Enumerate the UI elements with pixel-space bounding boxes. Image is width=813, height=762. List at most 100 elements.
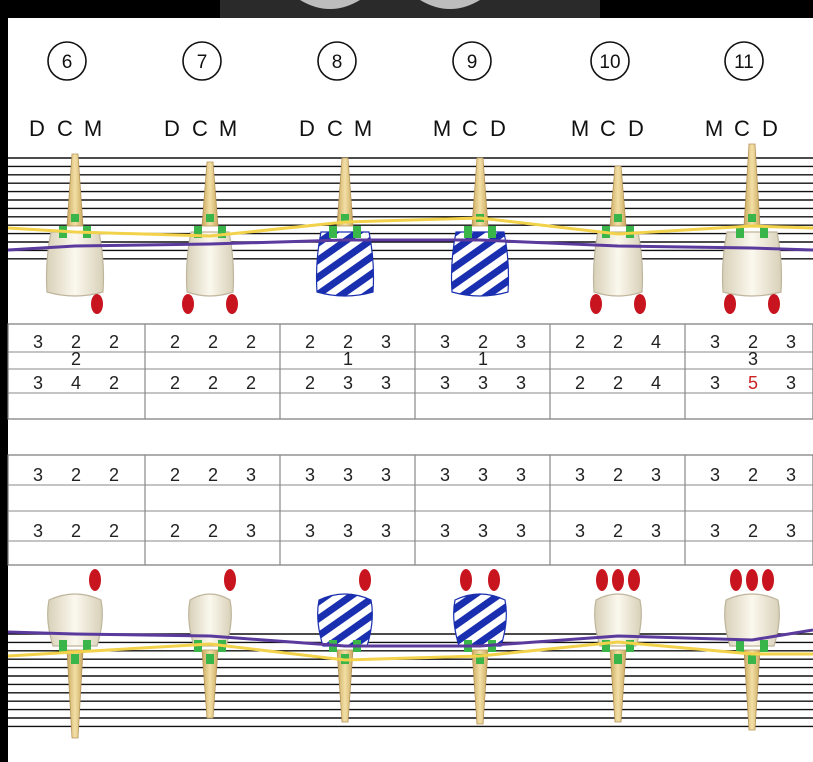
tooth-number: 9 <box>467 52 478 73</box>
xray-strip <box>220 0 600 18</box>
xray-tooth-shape <box>300 0 480 9</box>
probing-value: 2 <box>246 373 256 393</box>
tooth-root <box>201 161 219 227</box>
gum-marker <box>602 640 610 652</box>
probing-value: 2 <box>748 465 758 485</box>
probing-value: 2 <box>109 332 119 352</box>
probing-value: 3 <box>575 465 585 485</box>
surface-letter: D <box>29 116 45 141</box>
bleeding-point <box>596 569 608 591</box>
probing-value: 2 <box>343 332 353 352</box>
tooth-root <box>201 649 219 719</box>
gum-curves <box>7 216 813 662</box>
probing-value: 3 <box>516 373 526 393</box>
probing-value: 3 <box>440 332 450 352</box>
probing-value: 3 <box>440 373 450 393</box>
probing-value: 2 <box>170 521 180 541</box>
probing-value: 3 <box>710 332 720 352</box>
attachment-level-line <box>7 628 813 648</box>
probing-value: 3 <box>33 332 43 352</box>
gingival-margin-line <box>7 216 813 238</box>
probing-value: 2 <box>748 521 758 541</box>
bleeding-point <box>768 294 780 314</box>
probing-value: 2 <box>613 465 623 485</box>
bleeding-point <box>460 569 472 591</box>
gum-marker <box>476 654 484 664</box>
probing-value: 3 <box>246 465 256 485</box>
tooth-root <box>66 153 84 227</box>
probing-value: 3 <box>710 521 720 541</box>
gum-marker <box>353 226 361 238</box>
gum-marker <box>748 654 756 664</box>
probing-value: 2 <box>748 332 758 352</box>
surface-letter: C <box>192 116 208 141</box>
surface-letter: C <box>734 116 750 141</box>
probing-value: 3 <box>33 373 43 393</box>
gum-marker <box>71 654 79 664</box>
attachment-level-line <box>7 238 813 252</box>
gum-marker <box>488 226 496 238</box>
implant-crown <box>450 231 510 297</box>
gingival-margin-line <box>7 640 813 662</box>
probing-value: 3 <box>343 521 353 541</box>
gum-marker <box>206 214 214 222</box>
probing-value: 2 <box>613 521 623 541</box>
probing-value: 3 <box>246 521 256 541</box>
probing-value: 2 <box>170 332 180 352</box>
bleeding-point <box>724 294 736 314</box>
probing-value: 2 <box>208 332 218 352</box>
probing-value: 3 <box>786 373 796 393</box>
gum-marker <box>83 640 91 652</box>
gum-marker <box>736 226 744 238</box>
bleeding-point <box>226 294 238 314</box>
surface-letter: D <box>490 116 506 141</box>
bleeding-point <box>89 569 101 591</box>
probing-value: 2 <box>170 373 180 393</box>
tooth-number-circle <box>724 41 764 81</box>
bleeding-point <box>359 569 371 591</box>
probing-value: 2 <box>71 521 81 541</box>
probing-value: 3 <box>575 521 585 541</box>
gum-marker <box>329 226 337 238</box>
probing-value: 3 <box>478 465 488 485</box>
probing-value: 2 <box>305 332 315 352</box>
probing-value: 3 <box>478 373 488 393</box>
probing-value: 2 <box>109 465 119 485</box>
tooth-crown <box>724 593 780 647</box>
probing-value: 2 <box>208 373 218 393</box>
tooth-number-circle <box>590 41 630 81</box>
bleeding-point <box>91 294 103 314</box>
gum-marker <box>218 226 226 238</box>
gum-marker <box>748 214 756 222</box>
probing-value: 3 <box>710 465 720 485</box>
tooth-crown <box>592 231 644 297</box>
probing-value: 3 <box>516 521 526 541</box>
probing-value: 2 <box>109 373 119 393</box>
tooth-number: 7 <box>197 52 208 73</box>
surface-letter: M <box>354 116 372 141</box>
bleeding-point <box>488 569 500 591</box>
probing-value: 3 <box>651 465 661 485</box>
tooth-number: 10 <box>599 52 620 73</box>
gum-marker <box>194 226 202 238</box>
gum-marker <box>626 640 634 652</box>
tooth-root <box>609 649 627 723</box>
probing-value: 3 <box>381 465 391 485</box>
probing-value: 2 <box>478 332 488 352</box>
probing-value: 2 <box>575 373 585 393</box>
surface-letter: M <box>705 116 723 141</box>
probing-value: 1 <box>478 349 488 369</box>
probing-value: 4 <box>71 373 81 393</box>
gum-marker <box>614 214 622 222</box>
gum-marker <box>736 640 744 652</box>
probing-value: 3 <box>33 521 43 541</box>
probing-value: 3 <box>440 521 450 541</box>
bleeding-point <box>762 569 774 591</box>
tooth-root <box>471 649 489 725</box>
table-frame <box>7 454 813 566</box>
surface-letter: M <box>219 116 237 141</box>
probing-value: 3 <box>305 521 315 541</box>
